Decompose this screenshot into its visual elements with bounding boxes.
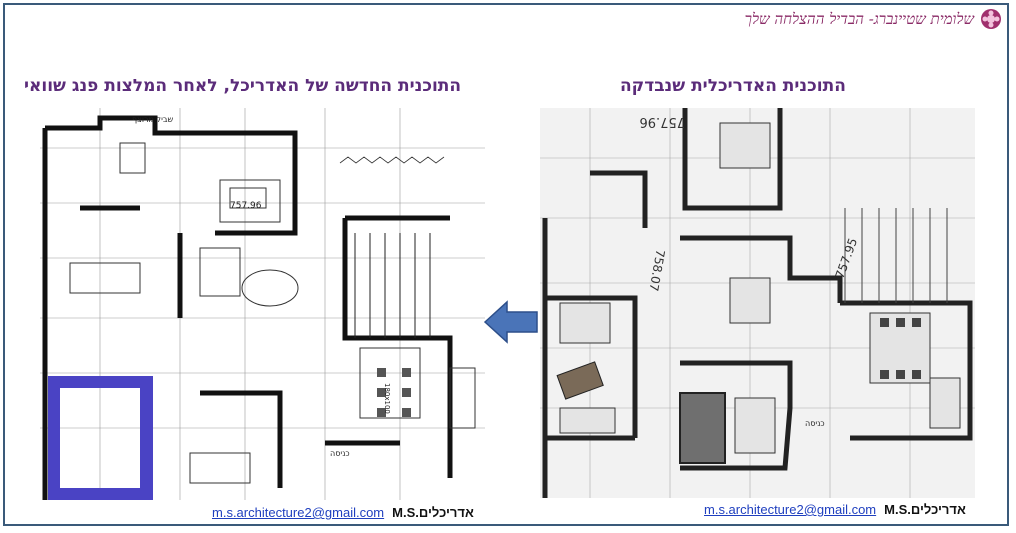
label-level: 757.96	[230, 201, 262, 211]
label-path: שביל מרוצף	[132, 115, 173, 124]
heading-checked-plan: התוכנית האדריכלית שנבדקה	[620, 76, 846, 96]
label-top-level: 757.96	[640, 114, 686, 129]
firm-name-right: M.S.אדריכלים	[884, 502, 966, 517]
left-arrow-icon	[483, 300, 538, 344]
email-link-left[interactable]: m.s.architecture2@gmail.com	[212, 505, 385, 520]
brand-tagline: שלומית שטיינברג- הבדיל ההצלחה שלך	[744, 9, 974, 28]
label-table: 180x100	[383, 383, 391, 414]
firm-name-left: M.S.אדריכלים	[392, 505, 474, 520]
floor-plan-new: שביל מרוצף 757.96 כניסה 180x100	[40, 108, 485, 500]
brand: שלומית שטיינברג- הבדיל ההצלחה שלך	[745, 8, 1002, 30]
credit-left: m.s.architecture2@gmail.com M.S.אדריכלים	[212, 505, 474, 520]
email-link-right[interactable]: m.s.architecture2@gmail.com	[704, 502, 877, 517]
heading-new-plan: התוכנית החדשה של האדריכל, לאחר המלצות פנ…	[24, 76, 462, 96]
label-entry: כניסה	[330, 449, 350, 458]
label-entry-right: כניסה	[805, 419, 825, 428]
flower-logo-icon	[981, 9, 1001, 29]
credit-right: m.s.architecture2@gmail.com M.S.אדריכלים	[704, 502, 966, 517]
floor-plan-checked: 757.96 758.07 757.95 כניסה	[540, 108, 975, 498]
